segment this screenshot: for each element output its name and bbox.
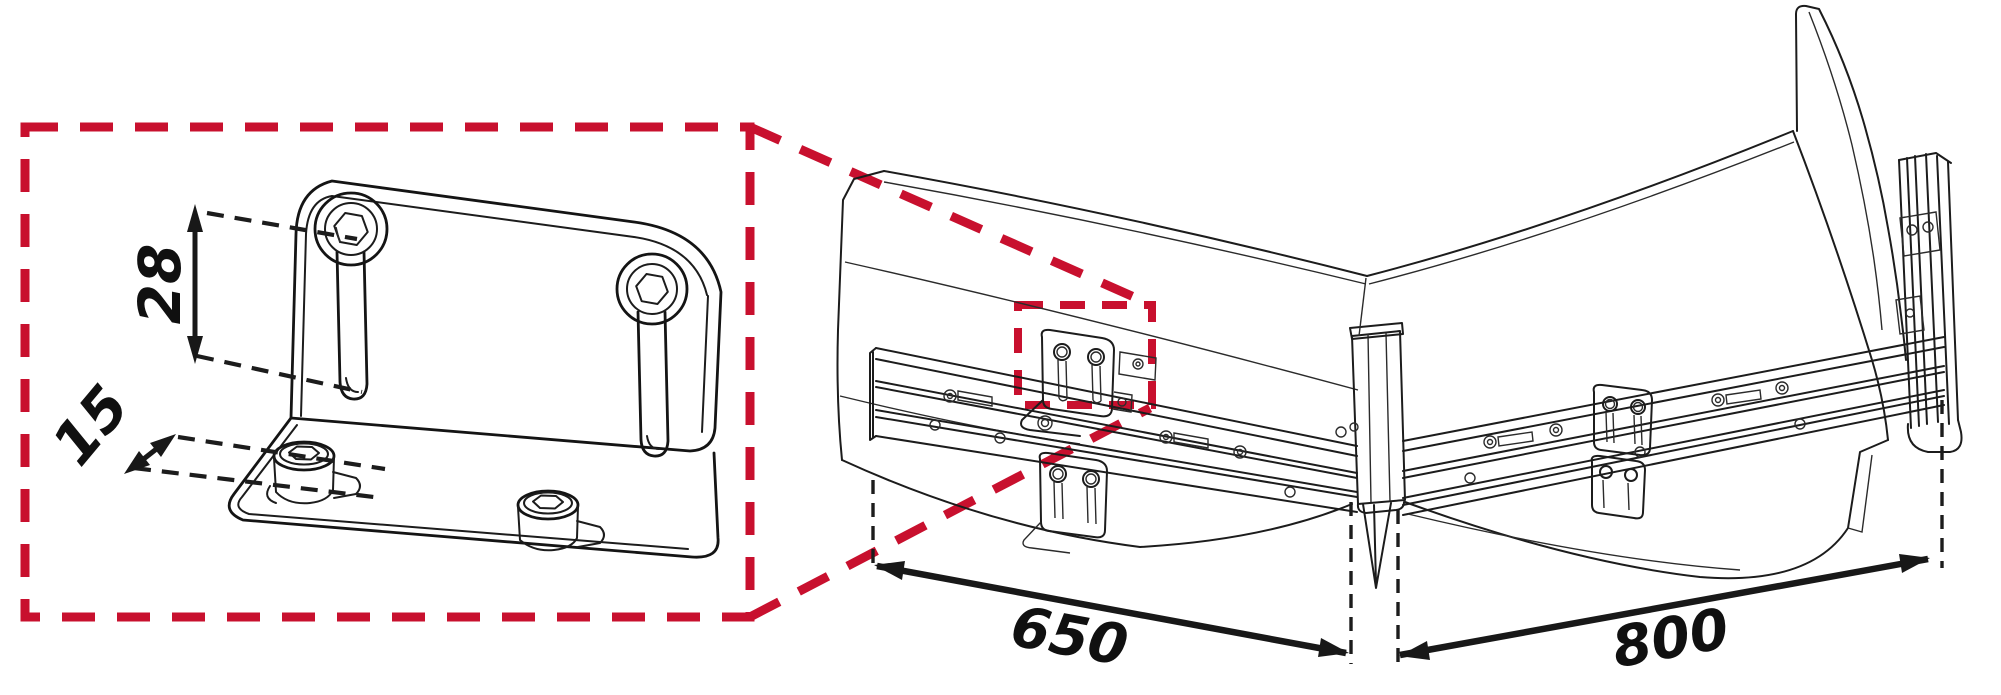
- assembly-drawing: [836, 4, 1963, 589]
- bracket-plate-thickness: [300, 195, 709, 433]
- left-rail-end-cap: [869, 347, 877, 441]
- right-panel-crease: [1407, 513, 1741, 571]
- left-panel-crease-upper: [844, 261, 1359, 391]
- vertical-rail-bracket: [1899, 211, 1941, 257]
- hex-standoff-front-right: [516, 489, 605, 552]
- corner-spike: [1362, 502, 1392, 589]
- extension-line-upper: [177, 434, 386, 472]
- arrowhead-upper-right: [150, 434, 176, 457]
- dimension-arrow-line: [1399, 555, 1929, 659]
- arrowhead-right: [1899, 554, 1930, 573]
- left-panel-top-edge: [883, 170, 1368, 277]
- lower-bracket-left: [1022, 451, 1108, 554]
- detail-callout-box: [20, 122, 755, 622]
- hex-standoff-front-left: [266, 440, 361, 505]
- dimension-28-label: 28: [126, 244, 194, 325]
- hex-screw-top-left: [313, 191, 389, 267]
- left-panel-bottom-edge: [841, 459, 1353, 548]
- extension-line-lower: [133, 465, 375, 500]
- arrowhead-down: [187, 336, 203, 364]
- vertical-end-rail: [1895, 152, 1963, 453]
- extension-line-bottom: [196, 353, 363, 395]
- hex-screw-top-right: [615, 252, 689, 326]
- bracket-flange-inner: [237, 424, 689, 550]
- dimension-15-label: 15: [39, 372, 143, 478]
- callout-border: [20, 122, 755, 622]
- detail-bracket-drawing: [227, 179, 723, 559]
- corner-post: [1335, 277, 1406, 589]
- rail-bracket-highlighted: [1020, 328, 1157, 437]
- dimension-800: 800: [1396, 400, 1944, 681]
- right-panel-corner-fold: [1847, 454, 1873, 533]
- left-panel: [836, 170, 1368, 548]
- bracket-slot-left: [335, 250, 369, 401]
- left-rail-screws: [929, 389, 1296, 498]
- bracket-slot-right: [636, 310, 670, 458]
- arrowhead-right: [1318, 638, 1349, 657]
- zoom-leader-top: [748, 122, 1154, 310]
- end-fin: [1795, 4, 1907, 361]
- arrowhead-lower-left: [124, 451, 150, 474]
- right-panel-top-edge: [1366, 130, 1794, 277]
- slot-right-inner-line: [646, 435, 660, 450]
- highlight-rectangle: [1014, 301, 1156, 409]
- left-panel-left-edge: [836, 170, 885, 461]
- left-panel-top-edge-inner: [883, 181, 1367, 285]
- vertical-rail-top-cap: [1898, 152, 1952, 164]
- arrowhead-left: [874, 561, 905, 580]
- zoom-leader-lines: [747, 122, 1156, 621]
- right-panel-bottom-edge: [1404, 439, 1889, 580]
- right-rail-screws: [1464, 381, 1806, 484]
- vertical-rail-bottom-cap: [1906, 419, 1963, 453]
- arrowhead-left: [1399, 641, 1430, 660]
- right-panel: [1366, 130, 1889, 580]
- zoom-leader-bottom: [747, 404, 1153, 621]
- rail-bracket-right: [1592, 383, 1653, 457]
- bracket-plate: [289, 179, 723, 453]
- dimension-28: 28: [126, 204, 363, 395]
- dimension-650: 650: [871, 480, 1353, 679]
- right-panel-end-fold: [1792, 130, 1889, 441]
- dimension-arrow-line: [876, 562, 1347, 657]
- lower-bracket-right: [1590, 454, 1646, 520]
- bracket-flange: [227, 416, 720, 559]
- extension-line-top: [206, 210, 358, 242]
- right-panel-top-edge-inner: [1368, 141, 1795, 285]
- arrowhead-up: [187, 204, 203, 232]
- dimension-800-label: 800: [1607, 596, 1734, 681]
- right-rail: [1402, 336, 1945, 516]
- left-rail: [869, 347, 1358, 513]
